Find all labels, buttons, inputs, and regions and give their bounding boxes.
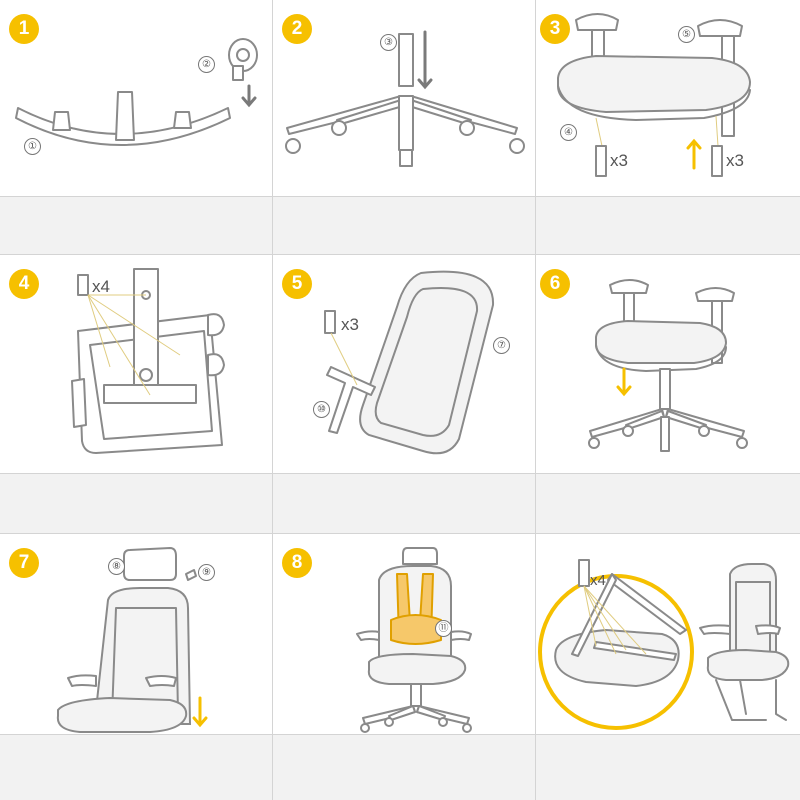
step-1-panel: 1 ① ② [0,0,272,196]
headrest-attach-illustration [56,547,208,733]
visitor-chair-frame-illustration [538,559,790,730]
chair-base-leg-illustration [15,38,258,146]
step-5-badge: 5 [282,269,312,299]
quantity-screws: x3 [341,315,359,334]
step-9-panel: x4 [536,534,800,734]
quantity-screws-right: x3 [726,151,744,170]
seat-mechanism-underside-illustration [71,268,225,454]
grid-divider [535,0,536,800]
part-number-2: ② [198,56,215,73]
step-8-badge: 8 [282,548,312,578]
step-6-badge: 6 [540,269,570,299]
part-number-3: ③ [380,34,397,51]
step-4-badge: 4 [9,269,39,299]
step-4-panel: 4 x4 [0,255,272,473]
grid-divider [0,196,800,197]
quantity-screws: x4 [590,572,606,589]
step-6-caption-area [536,473,800,533]
step-5-caption-area [273,473,535,533]
part-number-10: ⑩ [313,401,330,418]
step-2-panel: 2 ③ [273,0,535,196]
quantity-screws: x4 [92,277,110,296]
part-number-1: ① [24,138,41,155]
lumbar-support-illustration [356,547,472,733]
grid-divider [0,473,800,474]
seat-on-base-illustration [588,279,748,452]
backrest-bracket-illustration [324,270,495,455]
step-7-caption-area [0,734,272,800]
step-1-caption-area [0,196,272,254]
quantity-screws-left: x3 [610,151,628,170]
seat-armrest-illustration [557,13,752,177]
grid-divider [0,533,800,534]
step-7-panel: 7 ⑧ ⑨ [0,534,272,734]
step-4-caption-area [0,473,272,533]
gas-lift-base-illustration [285,30,525,167]
step-1-badge: 1 [9,14,39,44]
part-number-8: ⑧ [108,558,125,575]
grid-divider [272,0,273,800]
step-9-caption-area [536,734,800,800]
part-number-11: ⑪ [435,620,452,637]
part-number-7: ⑦ [493,337,510,354]
step-6-panel: 6 [536,255,800,473]
part-number-4: ④ [560,124,577,141]
step-3-caption-area [536,196,800,254]
step-3-panel: 3 ④ ⑤ x3 x3 [536,0,800,196]
step-2-badge: 2 [282,14,312,44]
part-number-9: ⑨ [198,564,215,581]
part-number-5: ⑤ [678,26,695,43]
step-5-panel: 5 x3 ⑦ ⑩ [273,255,535,473]
grid-divider [0,254,800,255]
step-8-caption-area [273,734,535,800]
grid-divider [0,734,800,735]
step-2-caption-area [273,196,535,254]
step-7-badge: 7 [9,548,39,578]
step-8-panel: 8 ⑪ [273,534,535,734]
step-3-badge: 3 [540,14,570,44]
